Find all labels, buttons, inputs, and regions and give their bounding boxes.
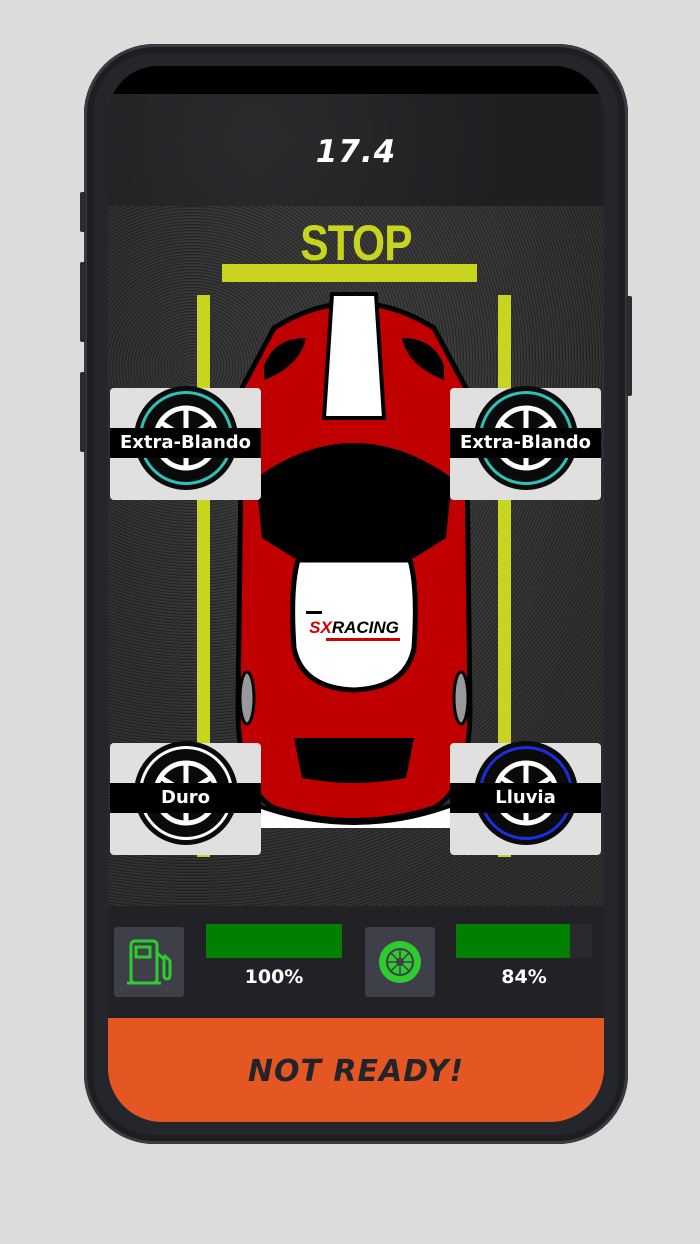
phone-volume-up bbox=[80, 262, 86, 342]
tyre-front-left[interactable]: Extra-Blando bbox=[110, 386, 261, 500]
tyre-icon bbox=[379, 941, 421, 983]
tyre-wear-bar bbox=[456, 924, 592, 958]
phone-volume-down bbox=[80, 372, 86, 452]
phone-power-button bbox=[626, 296, 632, 396]
pit-timer: 17.4 bbox=[315, 134, 397, 170]
status-bar bbox=[108, 66, 604, 94]
fuel-button[interactable] bbox=[114, 927, 184, 997]
tyre-wear-percent: 84% bbox=[501, 966, 547, 988]
fuel-percent: 100% bbox=[244, 966, 304, 988]
phone-mute-switch bbox=[80, 192, 86, 232]
stats-panel: 100% 84% bbox=[108, 906, 604, 1018]
race-car: SXRACING bbox=[235, 292, 473, 828]
tyre-compound-label: Extra-Blando bbox=[119, 432, 252, 453]
car-logo: SXRACING bbox=[309, 618, 399, 637]
header: 17.4 bbox=[108, 94, 604, 206]
tyre-rear-left[interactable]: Duro bbox=[110, 741, 261, 855]
tyre-label-band bbox=[110, 428, 261, 458]
ready-button[interactable]: NOT READY! bbox=[108, 1018, 604, 1122]
fuel-bar-fill bbox=[206, 924, 342, 958]
tyre-label-band bbox=[450, 783, 601, 813]
tyre-wear-button[interactable] bbox=[365, 927, 435, 997]
stop-label: STOP bbox=[300, 215, 412, 271]
fuel-pump-icon bbox=[127, 939, 172, 985]
tyre-compound-label: Duro bbox=[161, 787, 210, 808]
tyre-compound-label: Extra-Blando bbox=[459, 432, 592, 453]
tyre-compound-label: Lluvia bbox=[495, 787, 556, 808]
tyre-wear-bar-fill bbox=[456, 924, 571, 958]
tyre-label-band bbox=[110, 783, 261, 813]
app-screen: 17.4 STOP SXRACING Extra-Blando bbox=[108, 66, 604, 1122]
stop-line bbox=[222, 264, 477, 282]
tyre-label-band bbox=[450, 428, 601, 458]
tyre-front-right[interactable]: Extra-Blando bbox=[450, 386, 601, 500]
ready-button-label: NOT READY! bbox=[247, 1054, 465, 1089]
fuel-bar bbox=[206, 924, 342, 958]
tyre-rear-right[interactable]: Lluvia bbox=[450, 741, 601, 855]
